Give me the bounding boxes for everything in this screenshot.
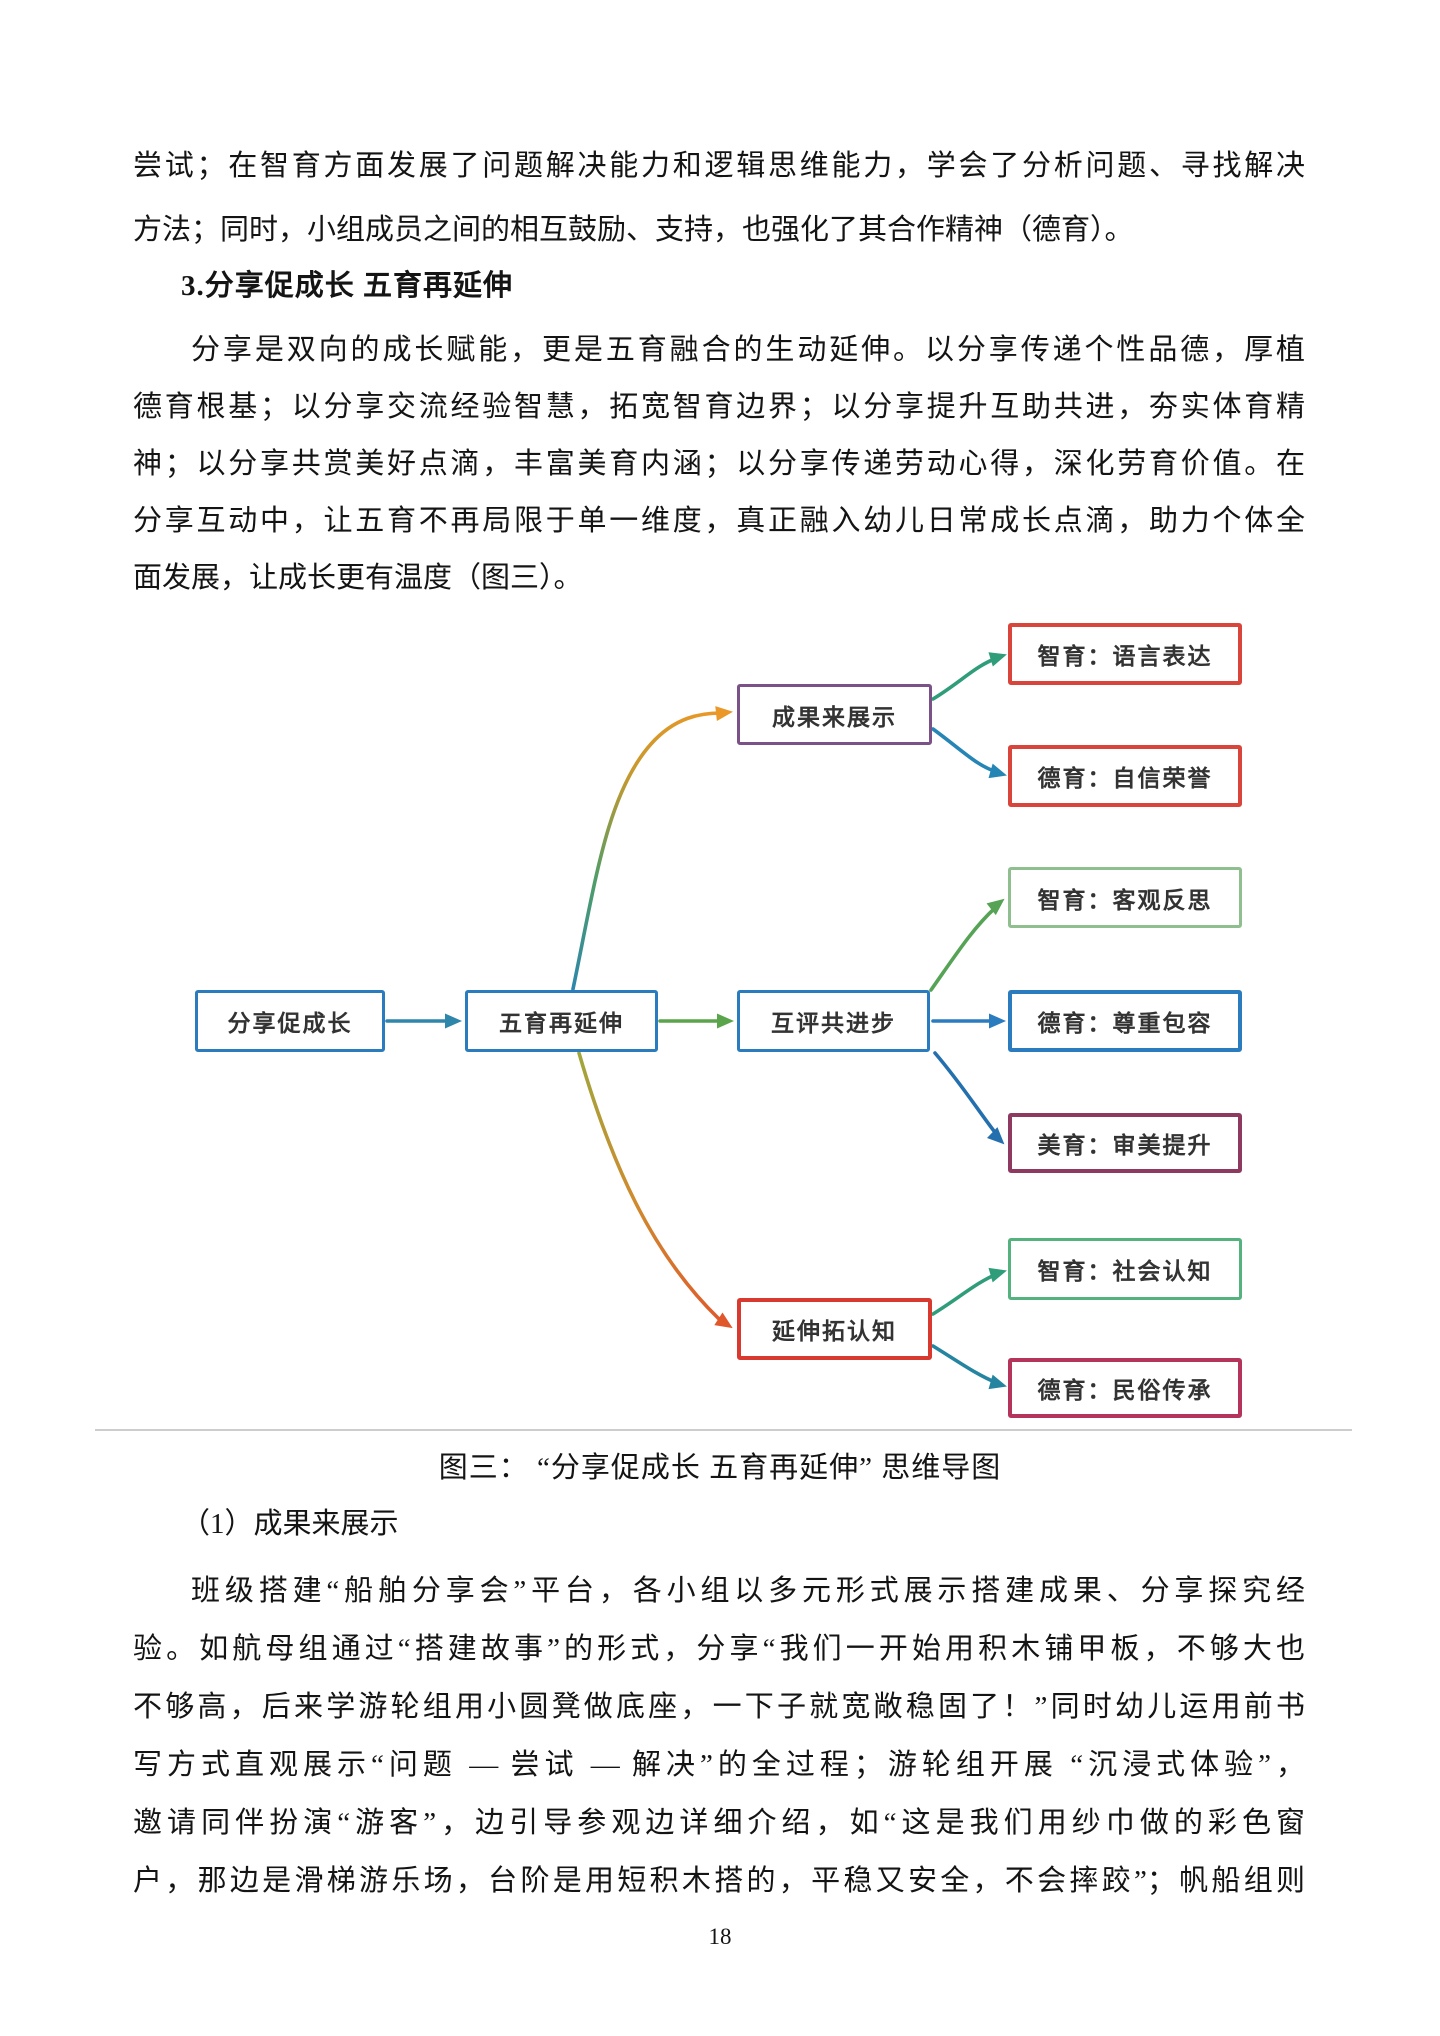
mindmap-node-l4: 德育：尊重包容 xyxy=(1008,990,1242,1052)
text-line: 面发展，让成长更有温度（图三）。 xyxy=(133,562,583,594)
node-label: 分享促成长 xyxy=(227,1010,353,1036)
node-label: 智育：语言表达 xyxy=(1037,643,1213,669)
arrowhead-icon xyxy=(714,1312,733,1329)
node-label: 智育：客观反思 xyxy=(1037,886,1213,913)
text-line: 方法；同时，小组成员之间的相互鼓励、支持，也强化了其合作精神（德育）。 xyxy=(133,214,1134,246)
paragraph-intro: 尝试；在智育方面发展了问题解决能力和逻辑思维能力，学会了分析问题、寻找解决方法；… xyxy=(133,134,1305,262)
mindmap-node-b3: 延伸拓认知 xyxy=(737,1298,932,1360)
text-line: 分享互动中，让五育不再局限于单一维度，真正融入幼儿日常成长点滴，助力个体全 xyxy=(133,505,1305,537)
mindmap-edge-b1-l1 xyxy=(931,656,999,701)
node-label: 智育：社会认知 xyxy=(1037,1258,1213,1284)
paragraph-results: 班级搭建“船舶分享会”平台，各小组以多元形式展示搭建成果、分享探究经验。如航母组… xyxy=(133,1562,1305,1910)
arrowhead-icon xyxy=(986,898,1005,916)
node-label: 德育：尊重包容 xyxy=(1037,1010,1213,1036)
text-line: 分享是双向的成长赋能，更是五育融合的生动延伸。以分享传递个性品德，厚植 xyxy=(191,334,1305,366)
node-label: 德育：民俗传承 xyxy=(1037,1377,1213,1403)
mindmap-edge-center-b3 xyxy=(577,1051,721,1321)
text-line: 户，那边是滑梯游乐场，台阶是用短积木搭的，平稳又安全，不会摔跤”；帆船组则 xyxy=(133,1865,1305,1897)
mindmap-node-l5: 美育：审美提升 xyxy=(1008,1113,1242,1173)
subsection-heading: （1）成果来展示 xyxy=(181,1508,399,1540)
text-line: 德育根基；以分享交流经验智慧，拓宽智育边界；以分享提升互助共进，夯实体育精 xyxy=(133,391,1305,423)
mindmap-node-center: 五育再延伸 xyxy=(465,990,658,1052)
mindmap-edges-canvas xyxy=(385,652,1007,1390)
text-line: 不够高，后来学游轮组用小圆凳做底座，一下子就宽敞稳固了！”同时幼儿运用前书 xyxy=(133,1691,1305,1723)
node-label: 德育：自信荣誉 xyxy=(1037,765,1213,791)
node-label: 美育：审美提升 xyxy=(1037,1132,1213,1158)
mindmap-node-b1: 成果来展示 xyxy=(737,684,932,745)
arrowhead-icon xyxy=(986,1127,1005,1145)
arrowhead-icon xyxy=(988,1374,1007,1390)
mindmap-node-l3: 智育：客观反思 xyxy=(1008,867,1242,928)
node-label: 五育再延伸 xyxy=(499,1010,624,1036)
mindmap-node-l2: 德育：自信荣誉 xyxy=(1008,745,1242,807)
node-label: 延伸拓认知 xyxy=(772,1318,897,1344)
mindmap-node-b2: 互评共进步 xyxy=(737,990,930,1052)
node-label: 成果来展示 xyxy=(772,703,897,730)
mindmap-edge-center-b1 xyxy=(571,711,723,991)
section-heading: 3.分享促成长 五育再延伸 xyxy=(181,270,514,302)
mindmap-figure: 分享促成长 五育再延伸 成果来展示互评共进步延伸拓认知 智育：语言表达德育：自信荣誉智… xyxy=(95,618,1352,1431)
mindmap-edge-b3-l7 xyxy=(931,1344,999,1385)
figure-caption: 图三： “分享促成长 五育再延伸” 思维导图 xyxy=(438,1452,1002,1484)
mindmap-node-l6: 智育：社会认知 xyxy=(1008,1238,1242,1300)
text-line: 神；以分享共赏美好点滴，丰富美育内涵；以分享传递劳动心得，深化劳育价值。在 xyxy=(133,448,1305,480)
mindmap-edge-b3-l6 xyxy=(931,1272,999,1316)
mindmap-edge-b2-l5 xyxy=(933,1051,999,1137)
arrowhead-icon xyxy=(717,1013,734,1029)
arrowhead-icon xyxy=(988,652,1007,667)
mindmap-edge-b2-l3 xyxy=(929,906,997,992)
arrowhead-icon xyxy=(988,1267,1007,1283)
arrowhead-icon xyxy=(715,706,733,722)
mindmap-node-l1: 智育：语言表达 xyxy=(1008,623,1242,685)
text-line: 班级搭建“船舶分享会”平台，各小组以多元形式展示搭建成果、分享探究经 xyxy=(191,1575,1305,1607)
mindmap-node-l7: 德育：民俗传承 xyxy=(1008,1358,1242,1418)
node-label: 互评共进步 xyxy=(771,1010,896,1036)
text-line: 邀请同伴扮演“游客”，边引导参观边详细介绍，如“这是我们用纱巾做的彩色窗 xyxy=(133,1807,1305,1839)
arrowhead-icon xyxy=(445,1013,462,1029)
page-number: 18 xyxy=(708,1924,732,1949)
text-line: 尝试；在智育方面发展了问题解决能力和逻辑思维能力，学会了分析问题、寻找解决 xyxy=(133,150,1305,182)
text-line: 验。如航母组通过“搭建故事”的形式，分享“我们一开始用积木铺甲板，不够大也 xyxy=(133,1633,1305,1665)
paragraph-share: 分享是双向的成长赋能，更是五育融合的生动延伸。以分享传递个性品德，厚植德育根基；… xyxy=(133,322,1305,607)
arrowhead-icon xyxy=(988,763,1007,779)
mindmap-edge-b1-l2 xyxy=(931,727,999,774)
mindmap-node-root: 分享促成长 xyxy=(195,990,385,1052)
arrowhead-icon xyxy=(989,1013,1006,1029)
text-line: 写方式直观展示“问题 — 尝试 — 解决”的全过程；游轮组开展 “沉浸式体验”， xyxy=(133,1749,1305,1781)
